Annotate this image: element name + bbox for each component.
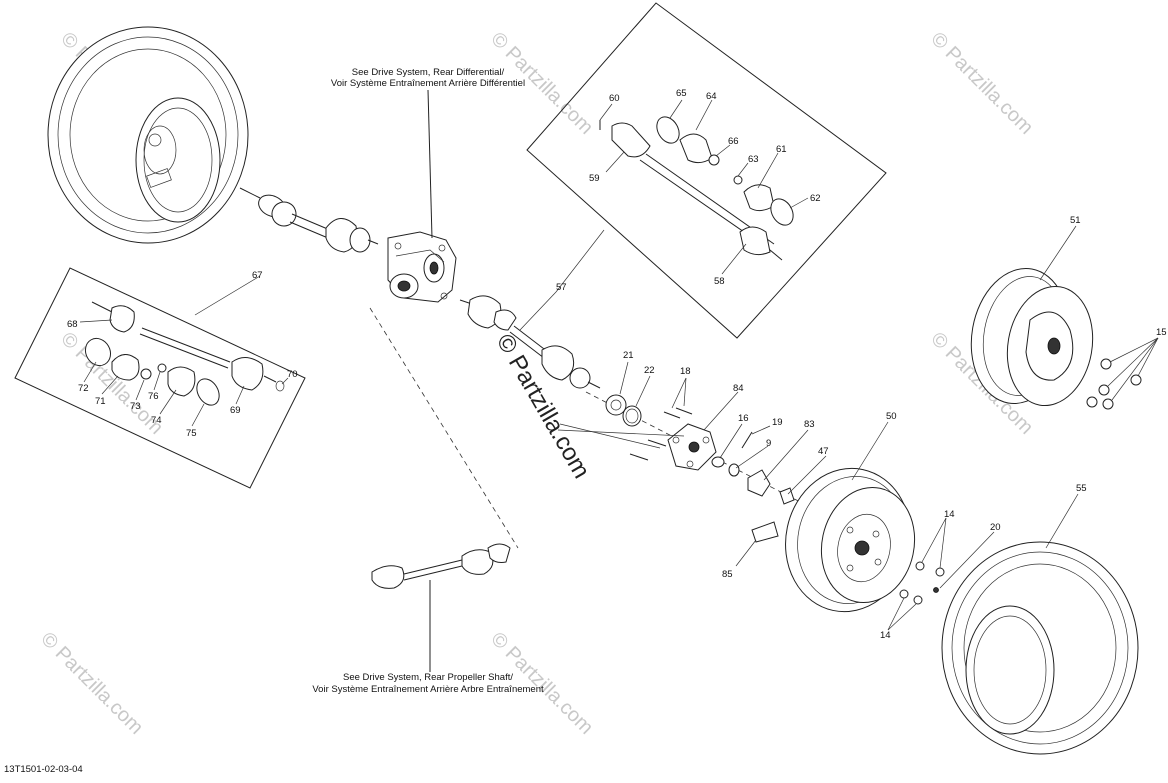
callout-66: 66 xyxy=(728,136,739,147)
callouts-hub: 21 22 18 84 16 19 9 83 47 85 xyxy=(619,350,829,580)
drive-shaft-right: 57 xyxy=(459,229,605,389)
callout-18: 18 xyxy=(680,366,691,377)
callout-22: 22 xyxy=(644,365,655,376)
drawing-reference-code: 13T1501-02-03-04 xyxy=(4,764,83,775)
callout-74: 74 xyxy=(151,415,162,426)
rim-51: 51 xyxy=(970,215,1094,407)
callout-71: 71 xyxy=(95,396,106,407)
callout-60: 60 xyxy=(609,93,620,104)
callout-50: 50 xyxy=(886,411,897,422)
callouts-inset-left: 67 68 70 72 71 73 76 74 75 69 xyxy=(67,270,298,439)
lug-nuts-15: 15 xyxy=(1086,327,1167,410)
callout-75: 75 xyxy=(186,428,197,439)
note-prop-shaft-line1: See Drive System, Rear Propeller Shaft/ xyxy=(343,672,513,683)
tire-55: 55 xyxy=(941,483,1139,755)
callout-64: 64 xyxy=(706,91,717,102)
callout-19: 19 xyxy=(772,417,783,428)
callout-57: 57 xyxy=(556,282,567,293)
callout-16: 16 xyxy=(738,413,749,424)
rear-differential xyxy=(387,231,457,303)
callout-72: 72 xyxy=(78,383,89,394)
callout-70: 70 xyxy=(287,369,298,380)
inset-box-right-shaft xyxy=(526,2,887,339)
callout-85: 85 xyxy=(722,569,733,580)
callout-61: 61 xyxy=(776,144,787,155)
hub-assembly xyxy=(557,391,813,543)
callout-73: 73 xyxy=(130,401,141,412)
callout-58: 58 xyxy=(714,276,725,287)
callout-20: 20 xyxy=(990,522,1001,533)
note-rear-differential: See Drive System, Rear Differential/ Voi… xyxy=(331,67,525,239)
callout-15: 15 xyxy=(1156,327,1167,338)
callout-67: 67 xyxy=(252,270,263,281)
rim-50: 50 xyxy=(785,411,916,613)
drive-shaft-left xyxy=(239,187,379,253)
callout-69: 69 xyxy=(230,405,241,416)
rear-propeller-shaft: See Drive System, Rear Propeller Shaft/ … xyxy=(312,307,544,695)
callout-47: 47 xyxy=(818,446,829,457)
lug-nuts-14: 14 14 20 xyxy=(880,509,1001,641)
note-rear-diff-line1: See Drive System, Rear Differential/ xyxy=(352,67,505,78)
watermark-3: © Partzilla.com xyxy=(926,28,1037,139)
callout-68: 68 xyxy=(67,319,78,330)
callout-62: 62 xyxy=(810,193,821,204)
callout-9: 9 xyxy=(766,438,771,449)
tire-upper-left xyxy=(47,26,249,244)
callout-21: 21 xyxy=(623,350,634,361)
callout-51: 51 xyxy=(1070,215,1081,226)
callout-84: 84 xyxy=(733,383,744,394)
note-prop-shaft-line2: Voir Système Entraînement Arrière Arbre … xyxy=(312,684,544,695)
callouts-inset-right: 60 65 64 66 63 61 59 62 58 xyxy=(589,88,821,287)
callout-14-bottom: 14 xyxy=(880,630,891,641)
callout-83: 83 xyxy=(804,419,815,430)
callout-59: 59 xyxy=(589,173,600,184)
inset-box-left-shaft xyxy=(14,267,306,489)
callout-14-top: 14 xyxy=(944,509,955,520)
callout-76: 76 xyxy=(148,391,159,402)
note-rear-diff-line2: Voir Système Entraînement Arrière Différ… xyxy=(331,78,525,89)
callout-55: 55 xyxy=(1076,483,1087,494)
callout-63: 63 xyxy=(748,154,759,165)
callout-65: 65 xyxy=(676,88,687,99)
watermark-6: © Partzilla.com xyxy=(36,628,147,739)
